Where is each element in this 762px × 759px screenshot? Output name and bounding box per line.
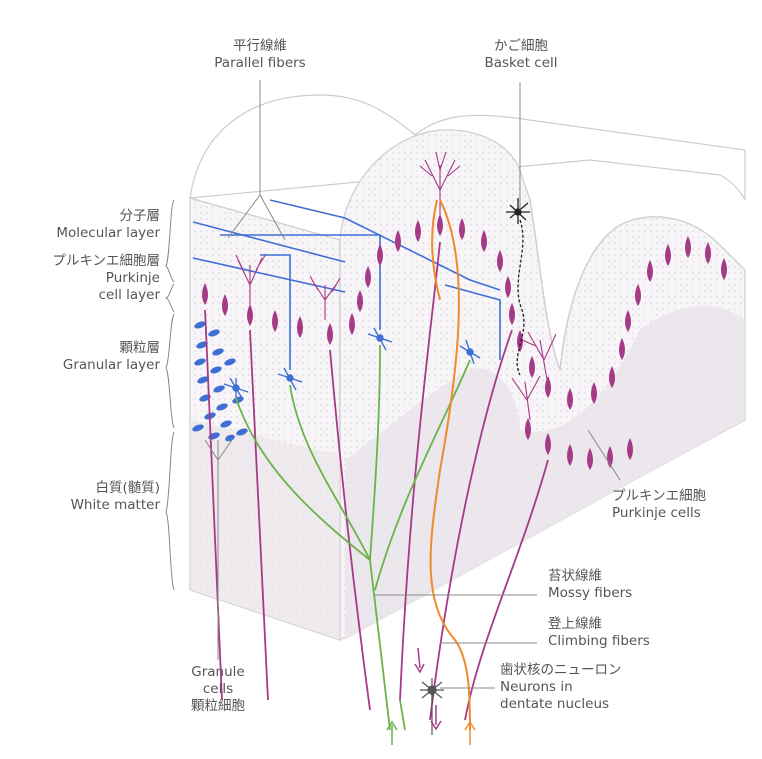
dentate-neuron xyxy=(420,678,444,735)
label-purkinje-layer: プルキンエ細胞層 Purkinje cell layer xyxy=(52,253,160,303)
leader-lines xyxy=(164,80,621,689)
purkinje-axons xyxy=(204,241,549,721)
basket-cell xyxy=(506,198,530,376)
label-climbing-fibers: 登上線維 Climbing fibers xyxy=(548,616,650,649)
climbing-fiber xyxy=(429,199,471,731)
label-purkinje-cells: プルキンエ細胞 Purkinje cells xyxy=(612,488,707,521)
label-dentate-neurons: 歯状核のニューロン Neurons in dentate nucleus xyxy=(500,662,622,712)
label-basket-cell: かご細胞 Basket cell xyxy=(484,38,558,71)
label-mossy-fibers: 苔状線維 Mossy fibers xyxy=(548,568,633,601)
label-white-matter: 白質(髄質) White matter xyxy=(70,480,160,513)
purkinje-dendrites xyxy=(235,151,557,421)
mossy-fibers xyxy=(235,344,471,731)
fold-groove xyxy=(529,199,621,371)
parallel-fibers xyxy=(192,199,501,370)
label-granule-cells: Granule cells 顆粒細胞 xyxy=(191,664,245,714)
left-white-matter-shade xyxy=(190,420,340,640)
label-parallel-fibers: 平行線維 Parallel fibers xyxy=(214,38,306,71)
label-molecular-layer: 分子層 Molecular layer xyxy=(56,208,160,241)
label-granular-layer: 顆粒層 Granular layer xyxy=(62,340,160,373)
granule-cell-bodies xyxy=(223,327,481,400)
flow-arrows xyxy=(386,647,476,745)
